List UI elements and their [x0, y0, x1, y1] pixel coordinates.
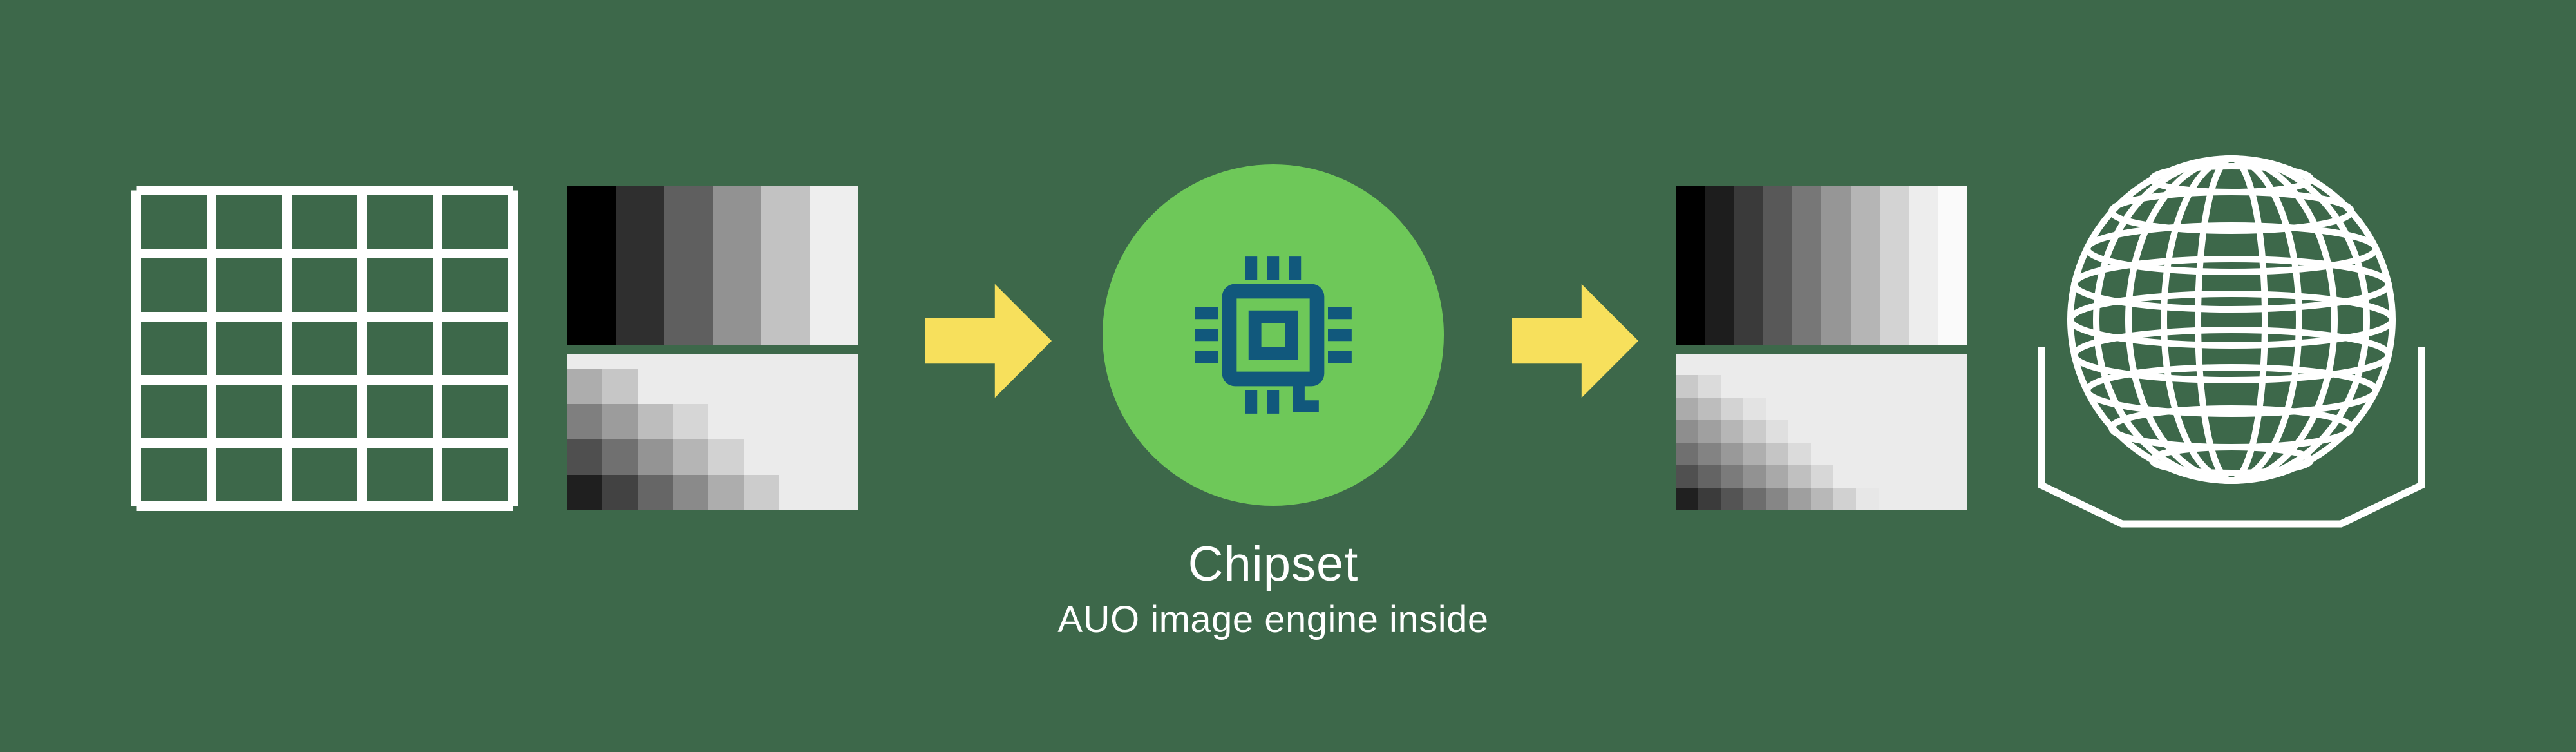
chipset-title: Chipset	[1188, 537, 1359, 592]
output-image-samples	[1676, 186, 1967, 510]
input-pixelated-corner-image	[567, 354, 858, 510]
output-pixelated-corner-image	[1676, 354, 1967, 510]
wireframe-sphere-display-icon	[2032, 153, 2444, 540]
sphere-stand	[2038, 347, 2425, 528]
chipset-subtitle: AUO image engine inside	[1057, 599, 1489, 641]
output-gradient-steps	[1676, 186, 1967, 345]
chipset-circle	[1103, 164, 1444, 506]
output-pixel-blocks	[1676, 375, 1879, 510]
arrow-right-icon	[1512, 284, 1638, 398]
sphere-icon	[2038, 155, 2425, 528]
input-image-samples	[567, 186, 858, 510]
input-gradient-steps	[567, 186, 858, 345]
output-grayscale-gradient-image	[1676, 186, 1967, 345]
pixel-grid-icon	[131, 186, 518, 511]
arrow-right-icon	[925, 284, 1052, 398]
grid-lines	[131, 186, 518, 511]
chip-icon	[1195, 256, 1352, 414]
input-grayscale-gradient-image	[567, 186, 858, 345]
input-pixel-blocks	[567, 369, 779, 510]
